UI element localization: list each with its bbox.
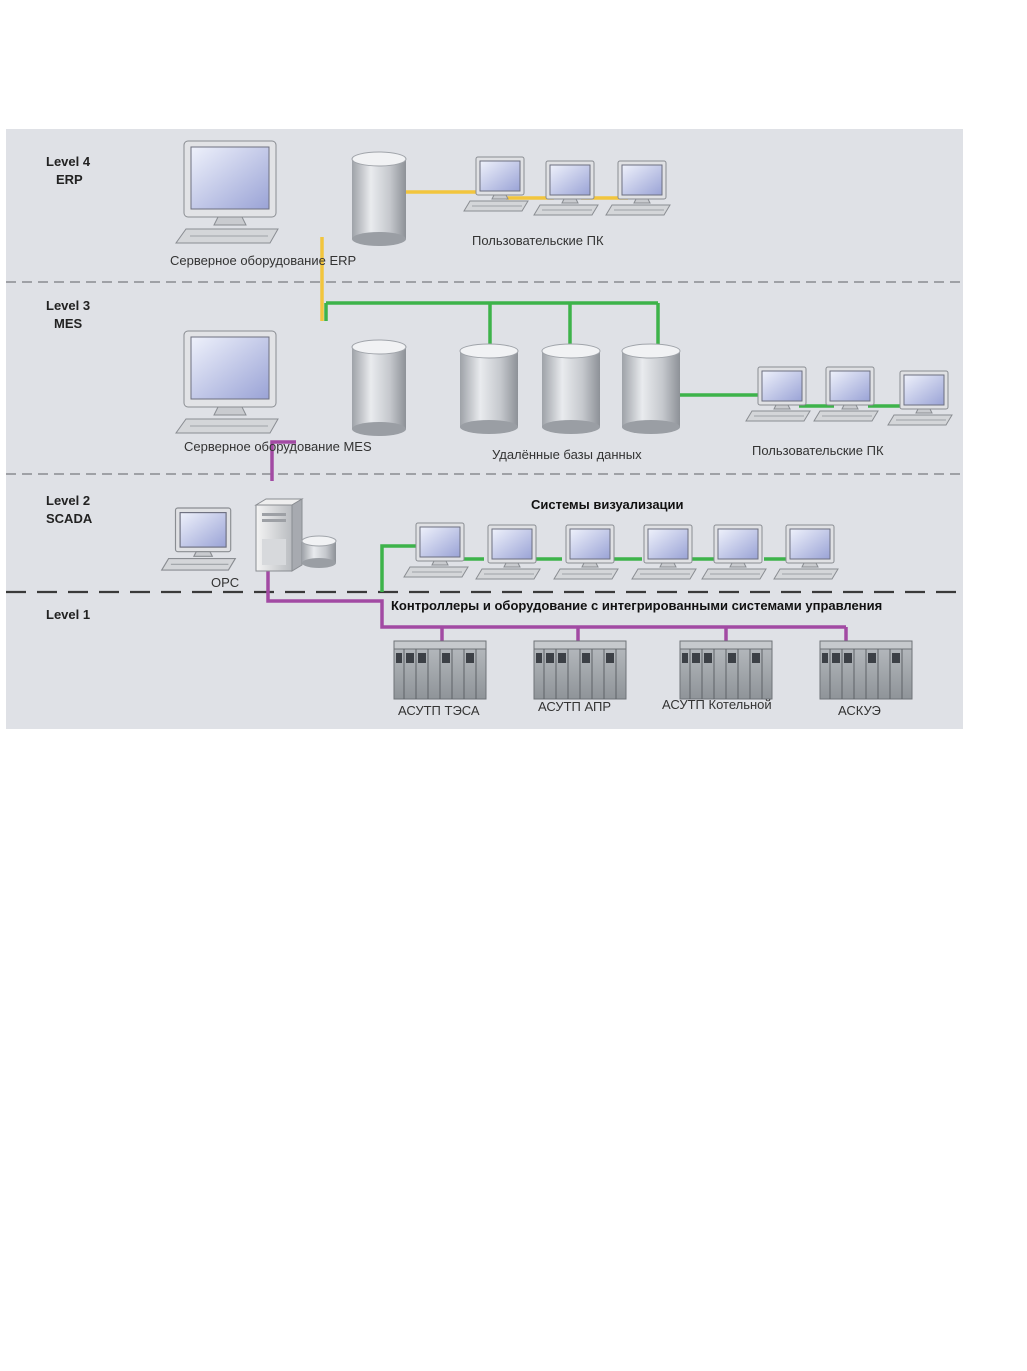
controller-rack-icon bbox=[394, 641, 486, 699]
level-4-label: Level 4 bbox=[46, 154, 91, 169]
controller-rack-icon bbox=[680, 641, 772, 699]
opc-caption: OPC bbox=[211, 575, 239, 590]
remote-database-icon bbox=[622, 344, 680, 434]
level-1-label: Level 1 bbox=[46, 607, 90, 622]
remote-database-icon bbox=[460, 344, 518, 434]
visualization-caption: Системы визуализации bbox=[531, 497, 684, 512]
mes-user-pcs-caption: Пользовательские ПК bbox=[752, 443, 884, 458]
controller-label: АСКУЭ bbox=[838, 703, 881, 718]
controller-label: АСУТП ТЭСА bbox=[398, 703, 480, 718]
opc-database-icon bbox=[302, 536, 336, 568]
mes-server-caption: Серверное оборудование MES bbox=[184, 439, 372, 454]
erp-database-icon bbox=[352, 152, 406, 246]
remote-db-caption: Удалённые базы данных bbox=[492, 447, 642, 462]
architecture-diagram: Level 4 ERP Level 3 MES Level 2 SCADA Le… bbox=[6, 129, 963, 729]
level-2-name: SCADA bbox=[46, 511, 93, 526]
mes-database-icon bbox=[352, 340, 406, 436]
remote-database-icon bbox=[542, 344, 600, 434]
remote-databases bbox=[460, 344, 680, 434]
mes-user-pcs bbox=[746, 367, 952, 425]
opc-tower-server-icon bbox=[256, 499, 302, 571]
controller-label: АСУТП Котельной bbox=[662, 697, 772, 712]
erp-user-pcs-caption: Пользовательские ПК bbox=[472, 233, 604, 248]
controllers-caption: Контроллеры и оборудование с интегрирова… bbox=[391, 598, 882, 613]
controller-label: АСУТП АПР bbox=[538, 699, 611, 714]
controller-rack-icon bbox=[820, 641, 912, 699]
level-3-name: MES bbox=[54, 316, 83, 331]
level-3-label: Level 3 bbox=[46, 298, 90, 313]
erp-user-pcs bbox=[464, 157, 670, 215]
level-2-label: Level 2 bbox=[46, 493, 90, 508]
level-4-name: ERP bbox=[56, 172, 83, 187]
controller-rack-icon bbox=[534, 641, 626, 699]
erp-server-caption: Серверное оборудование ERP bbox=[170, 253, 356, 268]
